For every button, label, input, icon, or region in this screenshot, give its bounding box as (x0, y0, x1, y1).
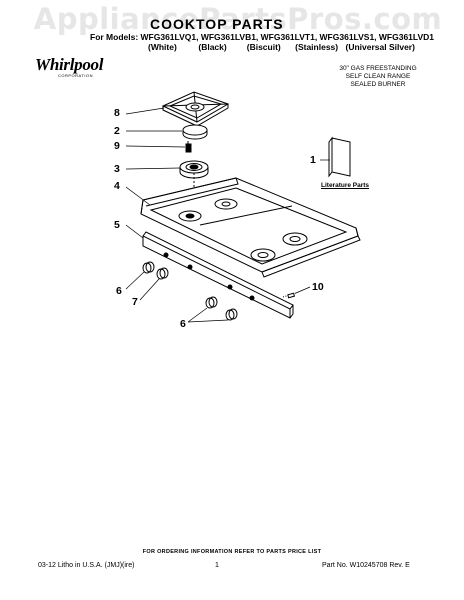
literature-drawing (328, 136, 351, 178)
description-line-1: 30" GAS FREESTANDING (339, 65, 417, 72)
finish-stainless: (Stainless) (295, 42, 339, 52)
callout-6-left: 6 (116, 285, 122, 297)
whirlpool-logo-sub: CORPORATION (58, 73, 93, 78)
page-number: 1 (215, 562, 219, 569)
manifold-panel-drawing (142, 231, 294, 319)
callout-8: 8 (114, 107, 120, 119)
literature-parts-label: Literature Parts (321, 182, 370, 189)
callout-4: 4 (114, 180, 120, 192)
description-line-2: SELF CLEAN RANGE (345, 73, 411, 80)
callout-5: 5 (114, 219, 120, 231)
screw-drawing (282, 292, 297, 299)
callout-7: 7 (132, 296, 138, 308)
callout-10: 10 (312, 281, 324, 293)
litho-info: 03-12 Litho in U.S.A. (JMJ)(ire) (38, 562, 135, 569)
control-knobs-drawing (142, 261, 238, 321)
part-number: Part No. W10245708 Rev. E (322, 562, 410, 569)
model-list: For Models: WFG361LVQ1, WFG361LVB1, WFG3… (90, 32, 435, 42)
product-description: 30" GAS FREESTANDING SELF CLEAN RANGE SE… (318, 65, 438, 89)
ordering-info: FOR ORDERING INFORMATION REFER TO PARTS … (142, 549, 322, 555)
watermark-text: AppliancePartsPros.com (33, 2, 443, 36)
page-title: COOKTOP PARTS (150, 16, 284, 32)
finish-white: (White) (148, 42, 177, 52)
burner-base-drawing (179, 160, 209, 190)
cooktop-drawing (140, 177, 361, 278)
whirlpool-logo: Whirlpool (35, 55, 104, 74)
finish-black: (Black) (198, 42, 227, 52)
finish-list: (White) (Black) (Biscuit) (Stainless) (U… (148, 42, 415, 52)
callout-1: 1 (310, 154, 316, 166)
callout-6-right: 6 (180, 318, 186, 330)
description-line-3: SEALED BURNER (350, 81, 406, 88)
finish-biscuit: (Biscuit) (246, 42, 281, 52)
callout-9: 9 (114, 140, 120, 152)
igniter-electrode-drawing (185, 141, 192, 153)
burner-grate-drawing (161, 91, 230, 127)
leader-lines (125, 107, 330, 323)
callout-3: 3 (114, 163, 120, 175)
burner-cap-drawing (182, 124, 208, 140)
callout-2: 2 (114, 125, 120, 137)
finish-universal-silver: (Universal Silver) (345, 42, 415, 52)
